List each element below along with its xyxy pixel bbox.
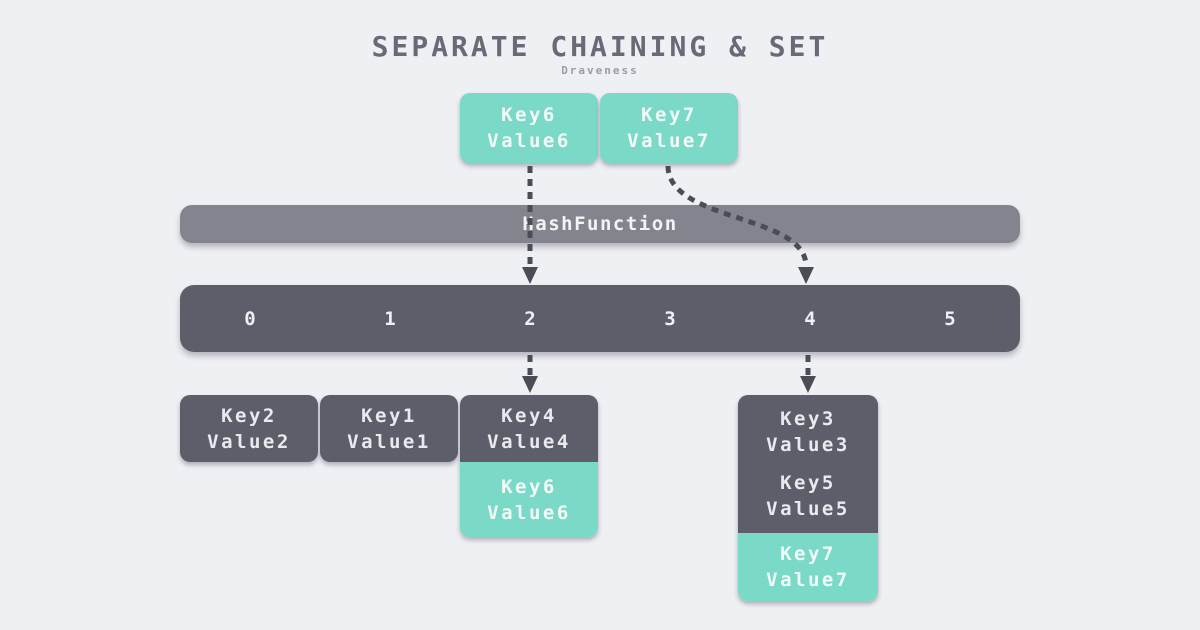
chain-bucket-2: Key4 Value4 Key6 Value6 — [460, 395, 598, 537]
entry-value: Value5 — [766, 497, 850, 520]
chain-entry-key4: Key4 Value4 — [460, 395, 598, 462]
entry-key: Key4 — [501, 404, 557, 427]
entry-value: Value4 — [487, 430, 571, 453]
bucket-5: 5 — [944, 307, 956, 330]
incoming-entry-key6: Key6 Value6 — [460, 93, 598, 163]
entry-key: Key1 — [361, 404, 417, 427]
bucket-1: 1 — [384, 307, 396, 330]
chain-entries-key3-key5: Key3 Value3 Key5 Value5 — [738, 395, 878, 533]
entry-value: Value6 — [487, 130, 571, 152]
entry-key: Key7 — [641, 104, 697, 126]
hash-function-bar: HashFunction — [180, 205, 1020, 243]
chain-entry-key5: Key5 Value5 — [766, 470, 850, 522]
bucket-2: 2 — [524, 307, 536, 330]
chain-bucket-0: Key2 Value2 — [180, 395, 318, 462]
arrowhead-bucket2 — [522, 267, 538, 284]
chain-bucket-1: Key1 Value1 — [320, 395, 458, 462]
chain-entry-key2: Key2 Value2 — [180, 395, 318, 462]
diagram-subtitle: Draveness — [561, 64, 639, 77]
arrowhead-chain4 — [800, 376, 816, 393]
arrowhead-chain2 — [522, 376, 538, 393]
bucket-array-bar: 0 1 2 3 4 5 — [180, 285, 1020, 352]
incoming-entry-key7: Key7 Value7 — [600, 93, 738, 163]
entry-key: Key3 — [780, 408, 836, 431]
entry-value: Value7 — [766, 569, 850, 591]
entry-value: Value2 — [207, 430, 291, 453]
chain-entry-key3: Key3 Value3 — [766, 406, 850, 458]
entry-key: Key2 — [221, 404, 277, 427]
diagram-title: SEPARATE CHAINING & SET — [371, 30, 829, 63]
entry-value: Value7 — [627, 130, 711, 152]
chain-entry-key6-highlighted: Key6 Value6 — [460, 462, 598, 537]
entry-value: Value1 — [347, 430, 431, 453]
chain-entry-key1: Key1 Value1 — [320, 395, 458, 462]
arrowhead-bucket4 — [798, 267, 814, 284]
entry-value: Value3 — [766, 434, 850, 457]
entry-key: Key5 — [780, 471, 836, 494]
entry-value: Value6 — [487, 501, 571, 524]
chain-bucket-4: Key3 Value3 Key5 Value5 Key7 Value7 — [738, 395, 878, 601]
bucket-0: 0 — [244, 307, 256, 330]
entry-key: Key6 — [501, 475, 557, 498]
entry-key: Key7 — [780, 543, 836, 565]
chain-entry-key7-highlighted: Key7 Value7 — [738, 533, 878, 601]
hash-function-label: HashFunction — [522, 213, 678, 235]
bucket-4: 4 — [804, 307, 816, 330]
entry-key: Key6 — [501, 104, 557, 126]
bucket-3: 3 — [664, 307, 676, 330]
